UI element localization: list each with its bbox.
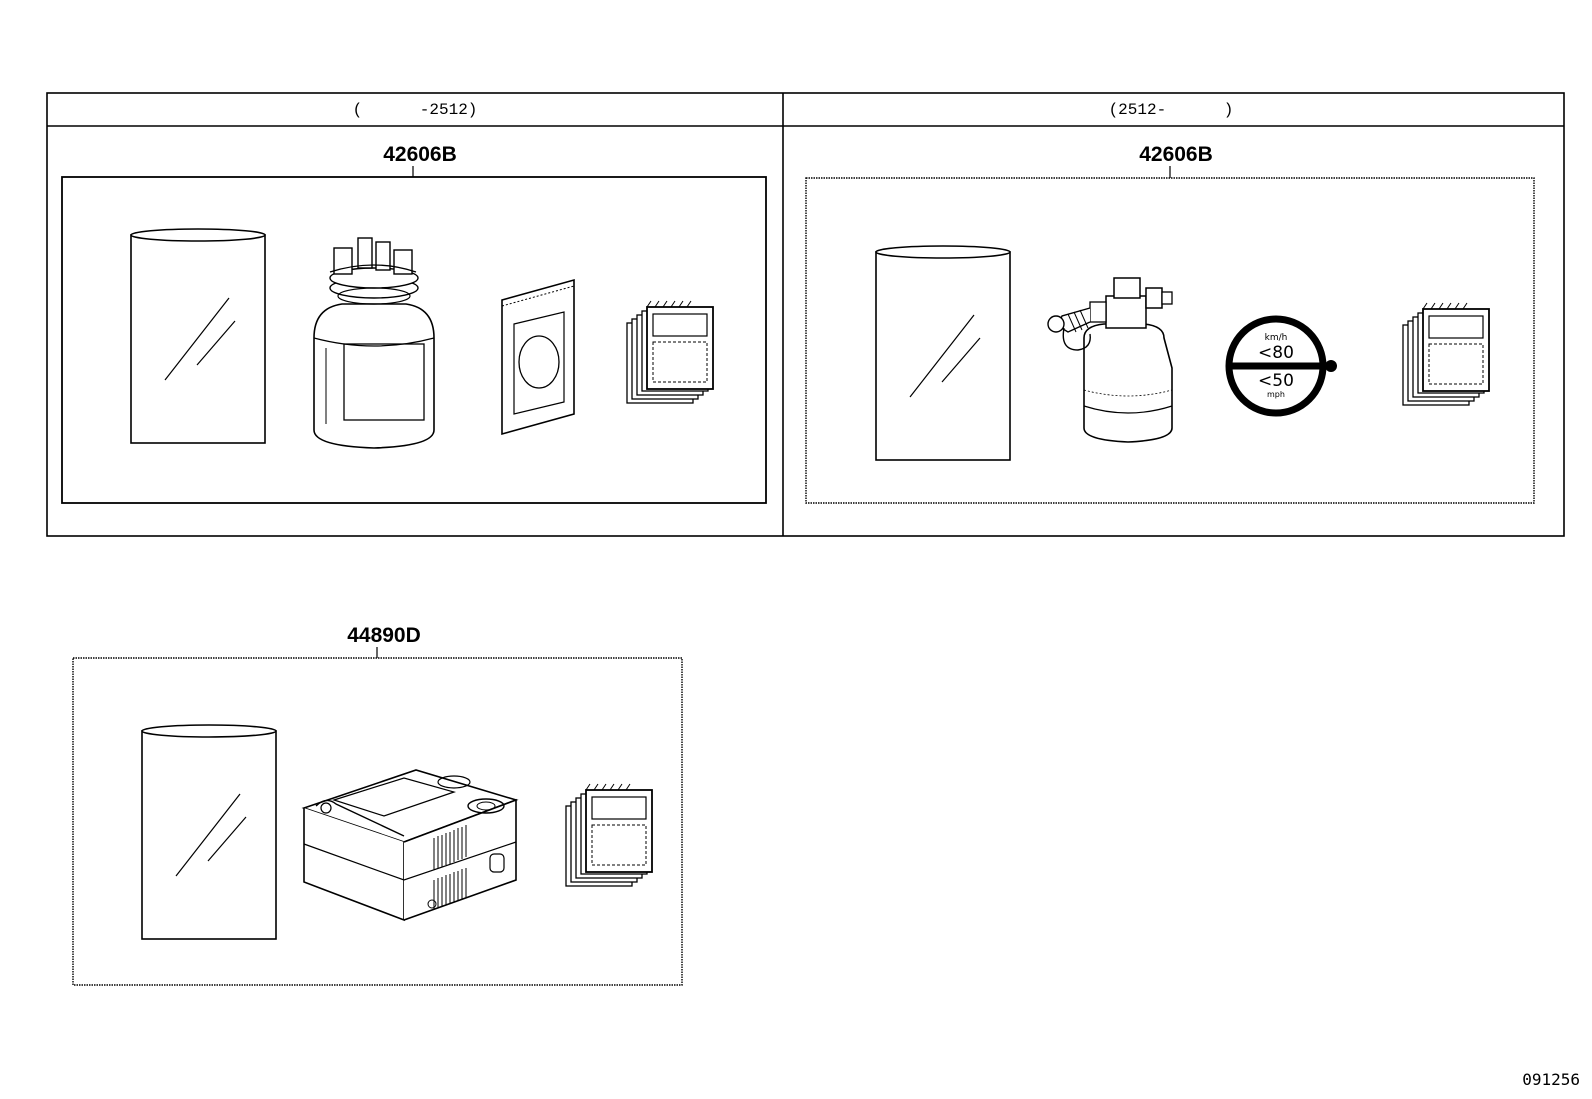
speed-unit-top: km/h	[1265, 333, 1288, 343]
left-kit-frame	[61, 176, 767, 504]
speed-limit-label-icon: km/h <80 <50 mph	[1225, 315, 1337, 417]
lower-kit: 44890D	[72, 624, 683, 986]
top-table	[46, 92, 1565, 537]
sticker-packet-icon	[501, 278, 575, 436]
manual-booklet-icon	[1402, 302, 1490, 406]
left-panel: ( -2512) 42606B	[61, 101, 767, 504]
right-panel: (2512- ) 42606B km/h <80	[805, 101, 1535, 504]
figure-id: 091256	[1522, 1070, 1580, 1089]
bag-icon	[875, 245, 1011, 461]
right-part-number: 42606B	[1139, 143, 1213, 166]
sealant-bottle-icon	[313, 237, 435, 449]
lower-kit-frame	[72, 657, 683, 986]
speed-value-bottom: <50	[1258, 371, 1294, 391]
manual-booklet-icon	[626, 300, 714, 404]
speed-unit-bottom: mph	[1267, 390, 1285, 399]
right-period-label: (2512- )	[1109, 101, 1234, 119]
bag-icon	[141, 724, 277, 940]
left-part-number: 42606B	[383, 143, 457, 166]
speed-value-top: <80	[1258, 343, 1294, 363]
sealant-bottle-with-hose-icon	[1047, 277, 1173, 443]
right-kit-frame	[805, 177, 1535, 504]
air-compressor-icon	[301, 769, 519, 922]
lower-part-number: 44890D	[347, 624, 421, 647]
manual-booklet-icon	[565, 783, 653, 887]
bag-icon	[130, 228, 266, 444]
left-period-label: ( -2512)	[353, 101, 478, 119]
